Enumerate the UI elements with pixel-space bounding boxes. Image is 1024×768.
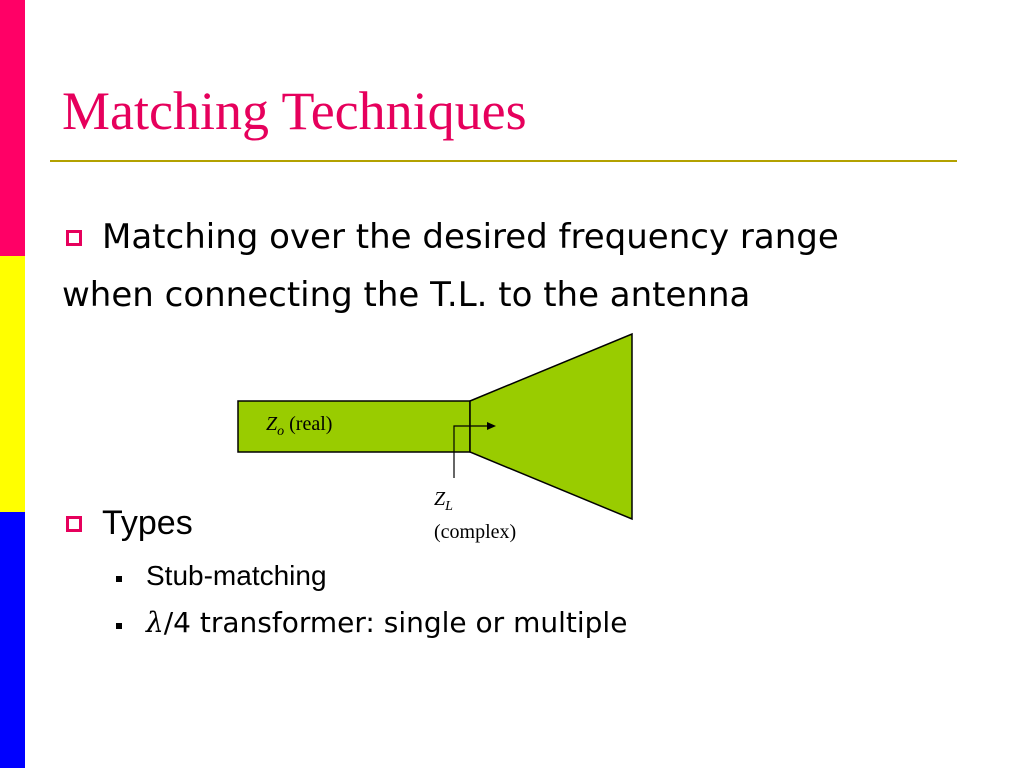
sub-item-stub-matching: Stub-matching <box>146 560 327 591</box>
square-bullet-icon <box>66 230 82 246</box>
load-impedance-label: ZL <box>434 488 453 514</box>
stripe-pink <box>0 0 25 256</box>
square-bullet-icon <box>66 516 82 532</box>
load-reference-arrow <box>453 425 488 478</box>
bullet-types: Types <box>102 504 193 542</box>
lambda-symbol: λ <box>146 606 164 639</box>
sub-bullet-icon <box>116 623 122 629</box>
sub-item-quarter-wave-text: /4 transformer: single or multiple <box>163 606 628 639</box>
stripe-blue <box>0 512 25 768</box>
title-underline <box>50 160 957 162</box>
load-impedance-note: (complex) <box>434 521 516 543</box>
sub-item-quarter-wave-transformer: λ/4 transformer: single or multiple <box>146 609 627 637</box>
transmission-line <box>237 400 471 453</box>
bullet-text-line-1: Matching over the desired frequency rang… <box>102 217 839 257</box>
line-impedance-label: Zo (real) <box>266 413 332 439</box>
horn-antenna <box>469 332 633 521</box>
arrowhead-icon <box>487 422 496 430</box>
sub-bullet-icon <box>116 576 122 582</box>
slide-title: Matching Techniques <box>62 81 527 141</box>
bullet-text-line-2: when connecting the T.L. to the antenna <box>62 275 751 315</box>
stripe-yellow <box>0 256 25 512</box>
